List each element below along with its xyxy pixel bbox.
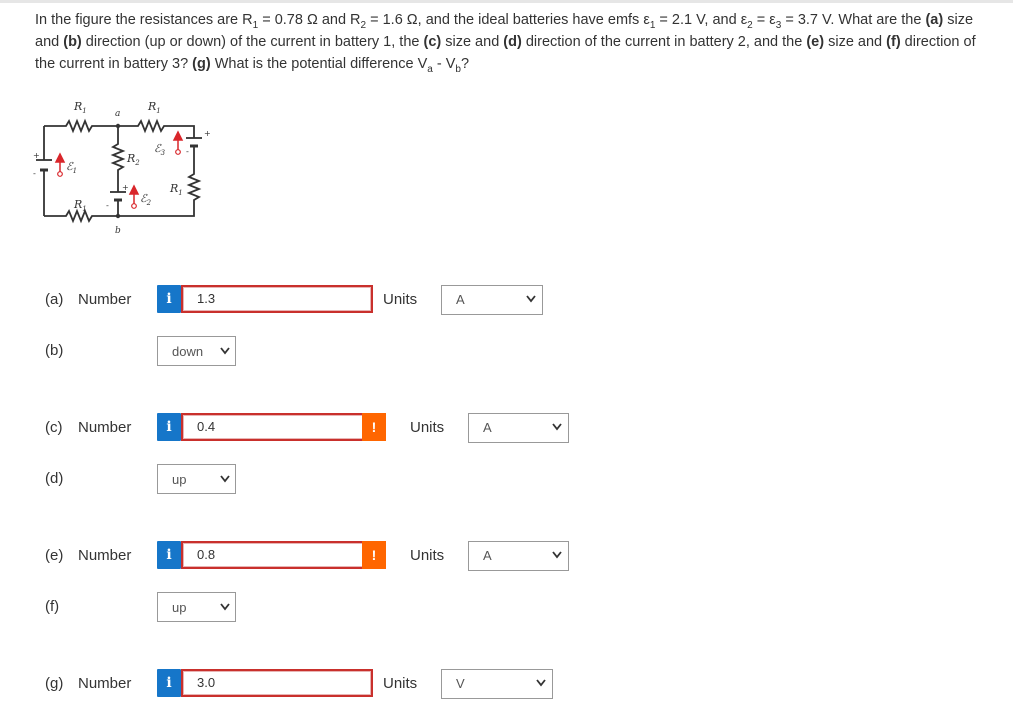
info-icon[interactable]: i	[157, 541, 181, 569]
chevron-down-icon	[220, 347, 230, 355]
e2-plus-sign: +	[122, 183, 129, 192]
answer-a-input[interactable]: 1.3	[181, 285, 373, 313]
direction-b-value: down	[172, 344, 204, 359]
part-label: (g)	[45, 675, 64, 692]
part-label: (a)	[45, 291, 64, 308]
label-r1-bottom: R1	[73, 198, 87, 213]
units-a-value: A	[456, 292, 465, 307]
e1-plus-sign: +	[33, 151, 40, 160]
row-f: (f) up	[0, 592, 1013, 624]
units-c-select[interactable]: A	[468, 413, 569, 443]
warning-icon[interactable]: !	[362, 541, 386, 569]
units-c-value: A	[483, 420, 492, 435]
number-label: Number	[78, 419, 132, 436]
row-d: (d) up	[0, 464, 1013, 496]
units-label: Units	[383, 291, 418, 308]
label-e2: ℰ2	[140, 192, 152, 207]
units-e-value: A	[483, 548, 492, 563]
number-label: Number	[78, 675, 132, 692]
direction-d-value: up	[172, 472, 187, 487]
info-icon[interactable]: i	[157, 413, 181, 441]
top-border	[0, 0, 1013, 3]
part-label: (e)	[45, 547, 64, 564]
e3-plus-sign: +	[204, 129, 211, 138]
info-icon[interactable]: i	[157, 669, 181, 697]
circuit-diagram: R1 a R1 R2 ℰ3 R1 ℰ1 ℰ2 R1 b + - + - + -	[33, 100, 211, 236]
warning-icon[interactable]: !	[362, 413, 386, 441]
units-g-select[interactable]: V	[441, 669, 553, 699]
label-r1-top-right: R1	[147, 100, 161, 115]
chevron-down-icon	[552, 551, 562, 559]
part-label: (c)	[45, 419, 63, 436]
row-b: (b) down	[0, 336, 1013, 368]
direction-f-select[interactable]: up	[157, 592, 236, 622]
label-node-a: a	[115, 109, 120, 119]
part-label: (f)	[45, 598, 60, 615]
part-label: (b)	[45, 342, 64, 359]
chevron-down-icon	[552, 423, 562, 431]
units-e-select[interactable]: A	[468, 541, 569, 571]
label-node-b: b	[115, 226, 121, 236]
answer-g-input[interactable]: 3.0	[181, 669, 373, 697]
row-c: (c) Number i 0.4 ! Units A	[0, 413, 1013, 445]
units-label: Units	[410, 547, 445, 564]
label-r1-top-left: R1	[73, 100, 87, 115]
direction-b-select[interactable]: down	[157, 336, 236, 366]
label-r1-right: R1	[169, 182, 183, 197]
label-e3: ℰ3	[154, 142, 166, 157]
units-label: Units	[383, 675, 418, 692]
row-g: (g) Number i 3.0 Units V	[0, 669, 1013, 701]
direction-f-value: up	[172, 600, 187, 615]
chevron-down-icon	[526, 295, 536, 303]
row-a: (a) Number i 1.3 Units A	[0, 285, 1013, 317]
e3-minus-sign: -	[186, 147, 189, 156]
number-label: Number	[78, 547, 132, 564]
units-label: Units	[410, 419, 445, 436]
question-text: In the figure the resistances are R1 = 0…	[35, 12, 976, 75]
row-e: (e) Number i 0.8 ! Units A	[0, 541, 1013, 573]
number-label: Number	[78, 291, 132, 308]
units-g-value: V	[456, 676, 465, 691]
answer-e-input[interactable]: 0.8	[181, 541, 373, 569]
e1-minus-sign: -	[33, 169, 36, 178]
chevron-down-icon	[220, 603, 230, 611]
units-a-select[interactable]: A	[441, 285, 543, 315]
label-e1: ℰ1	[66, 160, 77, 175]
part-label: (d)	[45, 470, 64, 487]
chevron-down-icon	[536, 679, 546, 687]
label-r2: R2	[126, 152, 140, 167]
info-icon[interactable]: i	[157, 285, 181, 313]
e2-minus-sign: -	[106, 201, 109, 210]
chevron-down-icon	[220, 475, 230, 483]
answer-c-input[interactable]: 0.4	[181, 413, 373, 441]
direction-d-select[interactable]: up	[157, 464, 236, 494]
